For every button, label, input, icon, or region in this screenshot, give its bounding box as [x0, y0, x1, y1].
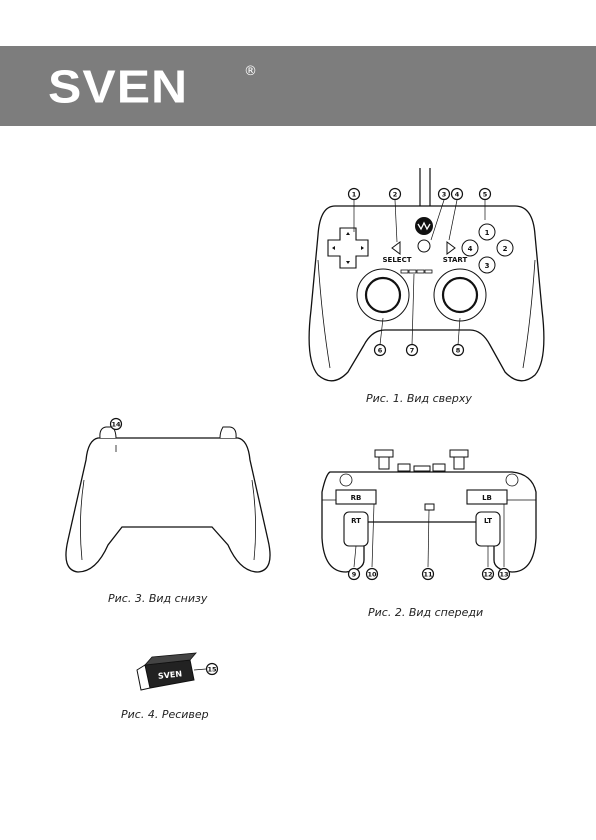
caption-fig4: Рис. 4. Ресивер — [121, 708, 209, 721]
callout-number-15: 15 — [207, 665, 217, 673]
